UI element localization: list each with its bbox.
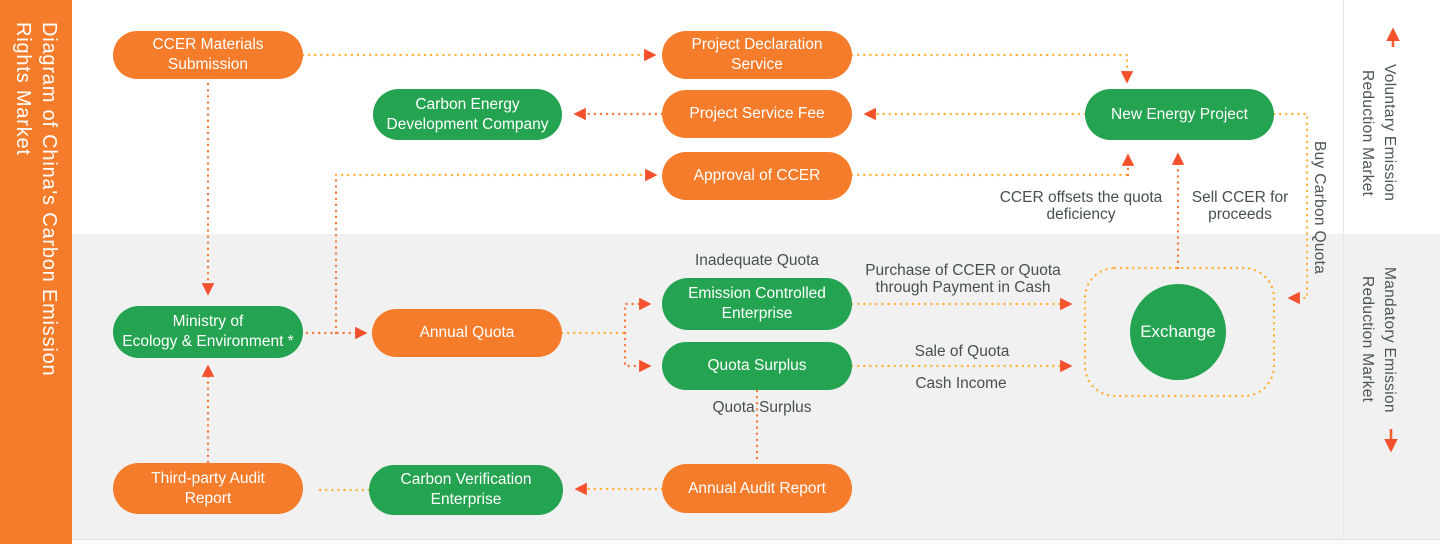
right-label-divider (1343, 0, 1344, 539)
label-voluntary-emission-reduction-market: Voluntary Emission Reduction Market (1359, 64, 1398, 202)
node-ccer-materials-submission: CCER Materials Submission (113, 31, 303, 79)
node-project-service-fee: Project Service Fee (662, 90, 852, 138)
node-new-energy-project: New Energy Project (1085, 89, 1274, 140)
node-third-party-audit-report: Third-party Audit Report (113, 463, 303, 514)
connector-annual-quota-to-quota-surplus (623, 331, 652, 373)
connector-project-declaration-to-new-energy (850, 53, 1134, 84)
label-cash-income: Cash Income (915, 375, 1007, 392)
label-mandatory-emission-reduction-market: Mandatory Emission Reduction Market (1359, 266, 1398, 413)
node-project-declaration-service: Project Declaration Service (662, 31, 852, 79)
node-ministry-ecology-environment: Ministry of Ecology & Environment * (113, 306, 303, 358)
connector-annual-quota-to-emission-controlled (623, 297, 652, 335)
node-annual-quota: Annual Quota (372, 309, 562, 357)
sidebar: Diagram of China's Carbon Emission Right… (0, 0, 72, 544)
label-quota-surplus: Quota Surplus (712, 399, 812, 416)
node-annual-audit-report: Annual Audit Report (662, 464, 852, 513)
label-inadequate-quota: Inadequate Quota (694, 252, 820, 269)
node-approval-of-ccer: Approval of CCER (662, 152, 852, 200)
exchange-boundary (1083, 266, 1276, 398)
label-sale-of-quota: Sale of Quota (914, 343, 1010, 360)
label-sell-ccer-for-proceeds: Sell CCER for proceeds (1191, 189, 1289, 223)
node-emission-controlled-enterprise: Emission Controlled Enterprise (662, 278, 852, 330)
bottom-strip (0, 539, 1440, 544)
node-carbon-verification-enterprise: Carbon Verification Enterprise (369, 465, 563, 515)
node-quota-surplus: Quota Surplus (662, 342, 852, 390)
label-buy-carbon-quota: Buy Carbon Quota (1311, 141, 1328, 275)
diagram-title: Diagram of China's Carbon Emission Right… (12, 22, 60, 377)
label-ccer-offsets-quota-deficiency: CCER offsets the quota deficiency (999, 189, 1163, 223)
label-purchase-of-ccer-or-quota: Purchase of CCER or Quota through Paymen… (865, 262, 1061, 296)
node-exchange: Exchange (1130, 284, 1226, 380)
node-carbon-energy-development-company: Carbon Energy Development Company (373, 89, 562, 140)
